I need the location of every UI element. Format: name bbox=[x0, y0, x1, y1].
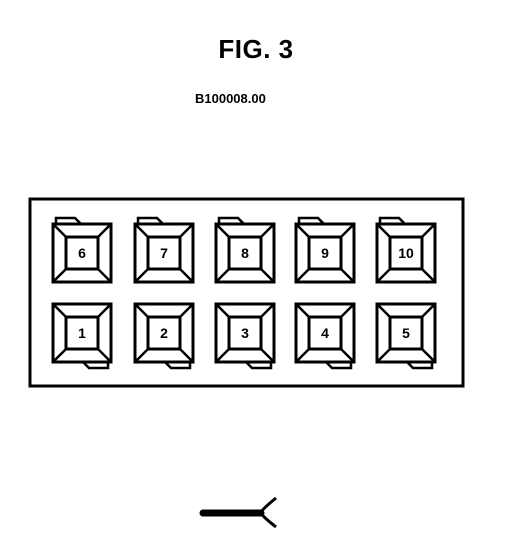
cavity-label: 3 bbox=[241, 325, 249, 341]
tool-symbol bbox=[199, 496, 277, 529]
cavity-label: 6 bbox=[78, 245, 86, 261]
cavity-label: 1 bbox=[78, 325, 86, 341]
cavity-2: 2 bbox=[133, 302, 195, 370]
cavity-label: 5 bbox=[402, 325, 410, 341]
cavity-6: 6 bbox=[51, 216, 113, 284]
cavity-4: 4 bbox=[294, 302, 356, 370]
cavity-10: 10 bbox=[375, 216, 437, 284]
cavity-label: 9 bbox=[321, 245, 329, 261]
cavity-3: 3 bbox=[214, 302, 276, 370]
cavity-1: 1 bbox=[51, 302, 113, 370]
cavity-label: 8 bbox=[241, 245, 249, 261]
cavity-label: 2 bbox=[160, 325, 168, 341]
cavity-9: 9 bbox=[294, 216, 356, 284]
cavity-5: 5 bbox=[375, 302, 437, 370]
cavity-label: 4 bbox=[321, 325, 329, 341]
figure-reference: B100008.00 bbox=[195, 91, 266, 106]
figure-title: FIG. 3 bbox=[218, 34, 294, 64]
cavity-8: 8 bbox=[214, 216, 276, 284]
cavity-label: 7 bbox=[160, 245, 168, 261]
cavity-label: 10 bbox=[398, 245, 414, 261]
cavity-7: 7 bbox=[133, 216, 195, 284]
